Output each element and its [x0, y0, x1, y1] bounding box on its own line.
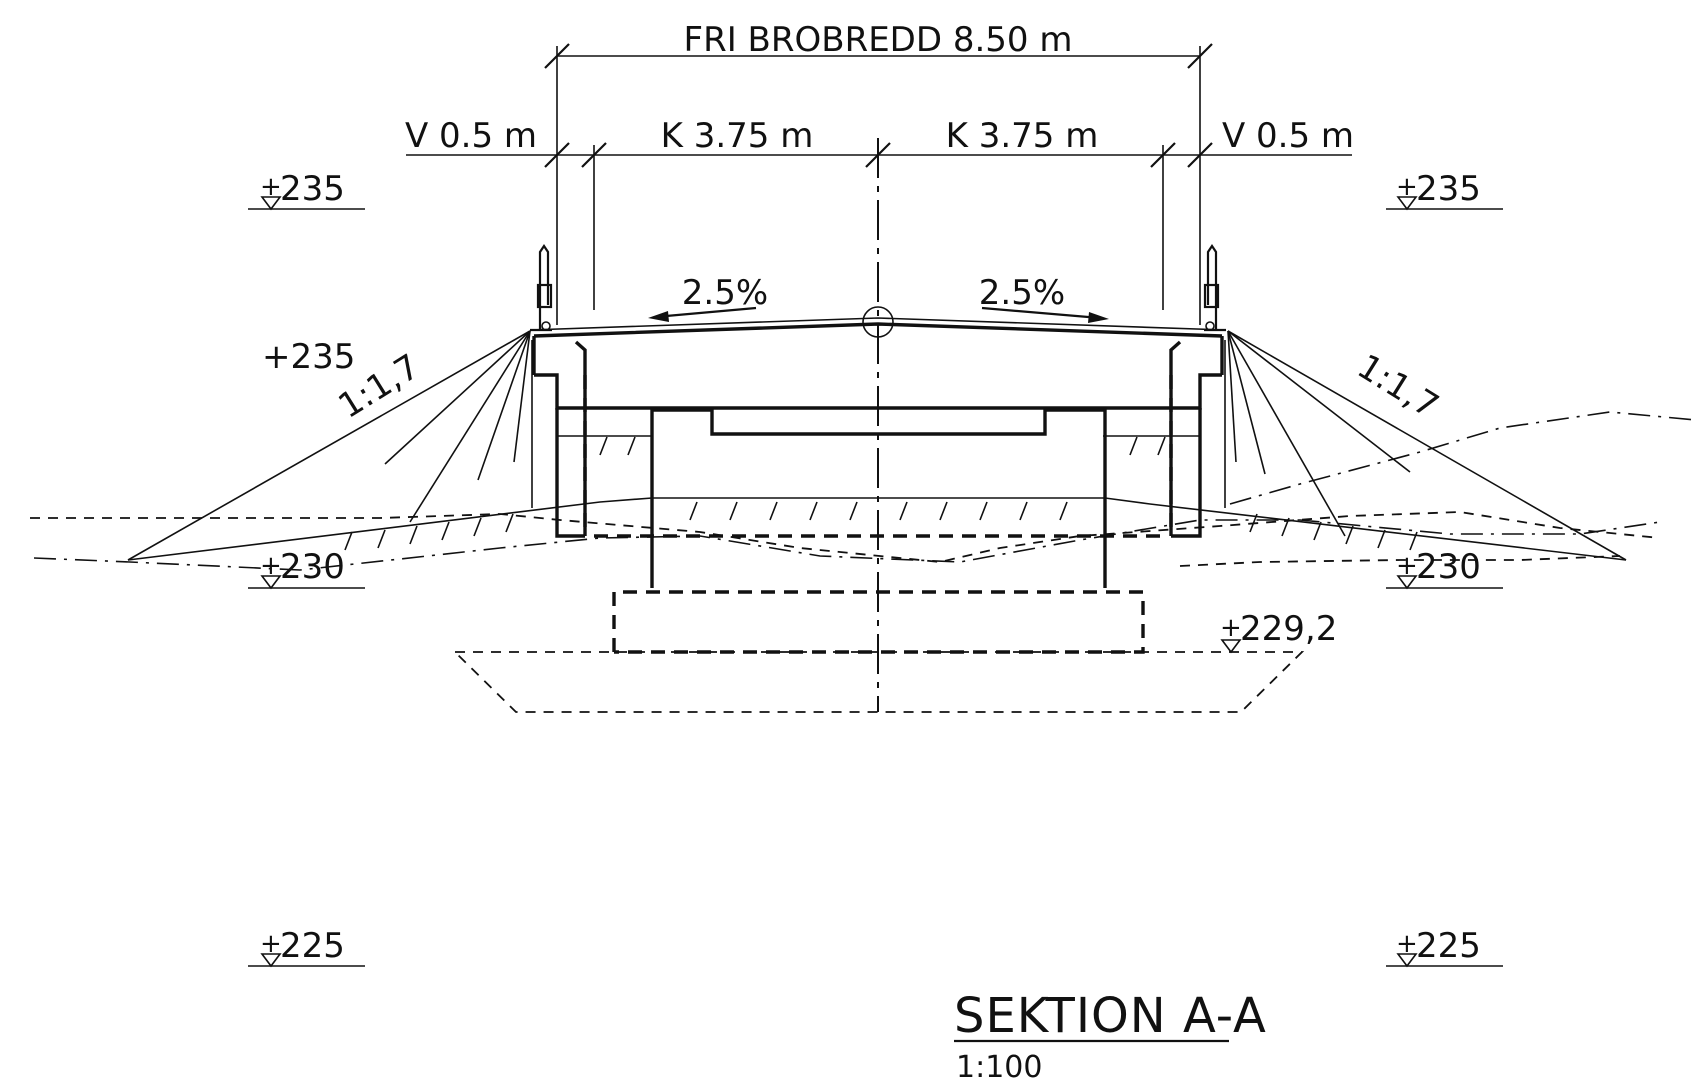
drawing-scale: 1:100	[956, 1050, 1042, 1085]
crown-point-symbol	[862, 306, 894, 338]
level-marker-top-left: + 235	[248, 169, 365, 211]
ground-profile	[30, 411, 1696, 571]
free-width-dimension: FRI BROBREDD 8.50 m	[684, 20, 1073, 60]
cross-beam	[650, 408, 1107, 588]
lane-right-dimension: K 3.75 m	[946, 116, 1099, 156]
cross-fall-left-label: 2.5%	[682, 273, 768, 313]
svg-text:+: +	[260, 551, 282, 581]
level-label-top-right: 235	[1416, 169, 1481, 209]
embankment-left	[127, 330, 531, 561]
embankment-right	[1227, 330, 1627, 561]
level-label-bottom-left: 225	[280, 926, 345, 966]
railing-left	[530, 244, 553, 332]
level-marker-top-right: + 235	[1386, 169, 1503, 211]
level-label-ground-left: 230	[280, 547, 345, 587]
embankment-slope-right-label: 1:1,7	[1350, 347, 1445, 427]
svg-text:+: +	[260, 929, 282, 959]
level-marker-bottom-left: + 225	[248, 926, 365, 968]
level-label-mid-left: +235	[262, 337, 355, 377]
svg-text:+: +	[1220, 613, 1242, 643]
railing-right	[1203, 244, 1226, 332]
cross-fall-right-label: 2.5%	[979, 273, 1065, 313]
verge-left-dimension: V 0.5 m	[405, 116, 537, 156]
level-marker-foundation: + 229,2	[1220, 609, 1337, 654]
hatch-marks	[344, 436, 1418, 551]
level-marker-bottom-right: + 225	[1386, 926, 1503, 968]
level-marker-ground-left: + 230	[248, 547, 365, 590]
level-label-foundation: 229,2	[1240, 609, 1337, 649]
verge-right-dimension: V 0.5 m	[1222, 116, 1354, 156]
abutment-walls	[531, 340, 1226, 538]
cross-fall-arrow-right	[981, 306, 1109, 323]
section-title: SEKTION A-A	[954, 988, 1267, 1044]
cross-fall-arrow-left	[648, 306, 757, 322]
level-marker-ground-right: + 230	[1386, 547, 1503, 590]
level-label-ground-right: 230	[1416, 547, 1481, 587]
lane-left-dimension: K 3.75 m	[661, 116, 814, 156]
level-label-bottom-right: 225	[1416, 926, 1481, 966]
level-label-top-left: 235	[280, 169, 345, 209]
svg-text:+: +	[260, 172, 282, 202]
svg-text:+: +	[1396, 551, 1418, 581]
svg-text:+: +	[1396, 929, 1418, 959]
svg-text:+: +	[1396, 172, 1418, 202]
